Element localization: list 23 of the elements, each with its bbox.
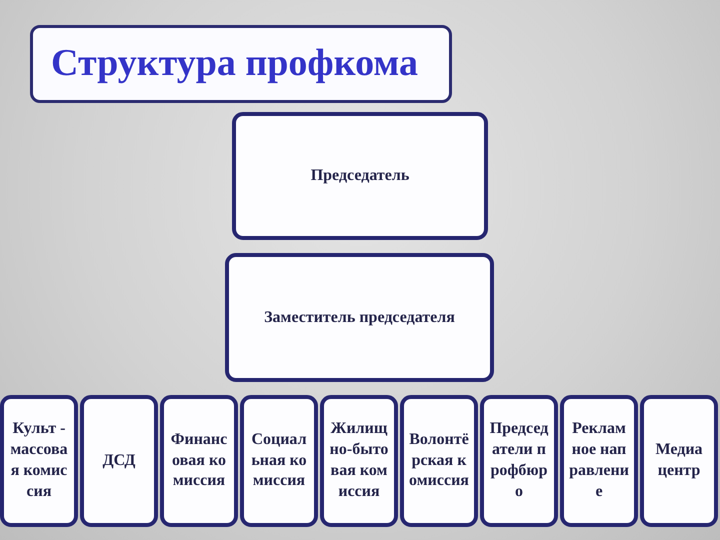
department-box [560, 395, 638, 527]
box-label: Финансовая комиссия [170, 430, 228, 492]
department-box [160, 395, 238, 527]
department-box [0, 395, 78, 527]
box-label: Жилищно-бытовая комиссия [329, 419, 389, 502]
box-label: Председатели профбюро [489, 419, 549, 502]
box-label: Председатель [310, 167, 410, 185]
department-box [320, 395, 398, 527]
title: Структура профкома [51, 43, 418, 85]
box-label: ДСД [102, 450, 136, 471]
box-label: Медиа центр [654, 440, 704, 481]
position-box [232, 112, 488, 240]
department-box [640, 395, 718, 527]
box-label: Заместитель председателя [264, 308, 455, 326]
box-label: Социальная комиссия [250, 430, 308, 492]
box-label: Культ - массовая комиссия [9, 419, 69, 502]
position-box [225, 253, 494, 382]
department-box [80, 395, 158, 527]
department-box [480, 395, 558, 527]
department-box [240, 395, 318, 527]
box-label: Волонтёрская комиссия [409, 430, 469, 492]
box-label: Рекламное направление [569, 419, 629, 502]
department-box [400, 395, 478, 527]
